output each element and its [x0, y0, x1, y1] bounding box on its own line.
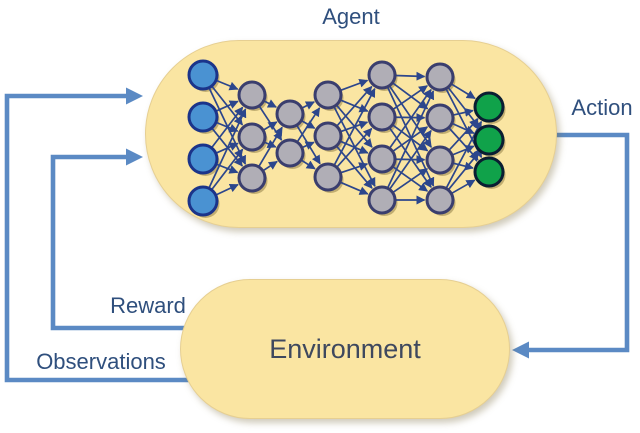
- environment-label: Environment: [269, 334, 421, 364]
- agent-label: Agent: [322, 4, 380, 29]
- observations-label: Observations: [36, 349, 166, 374]
- action-label: Action: [571, 95, 633, 120]
- environment-capsule: Environment: [180, 279, 510, 419]
- reward-label: Reward: [110, 293, 186, 318]
- agent-capsule: [145, 40, 557, 228]
